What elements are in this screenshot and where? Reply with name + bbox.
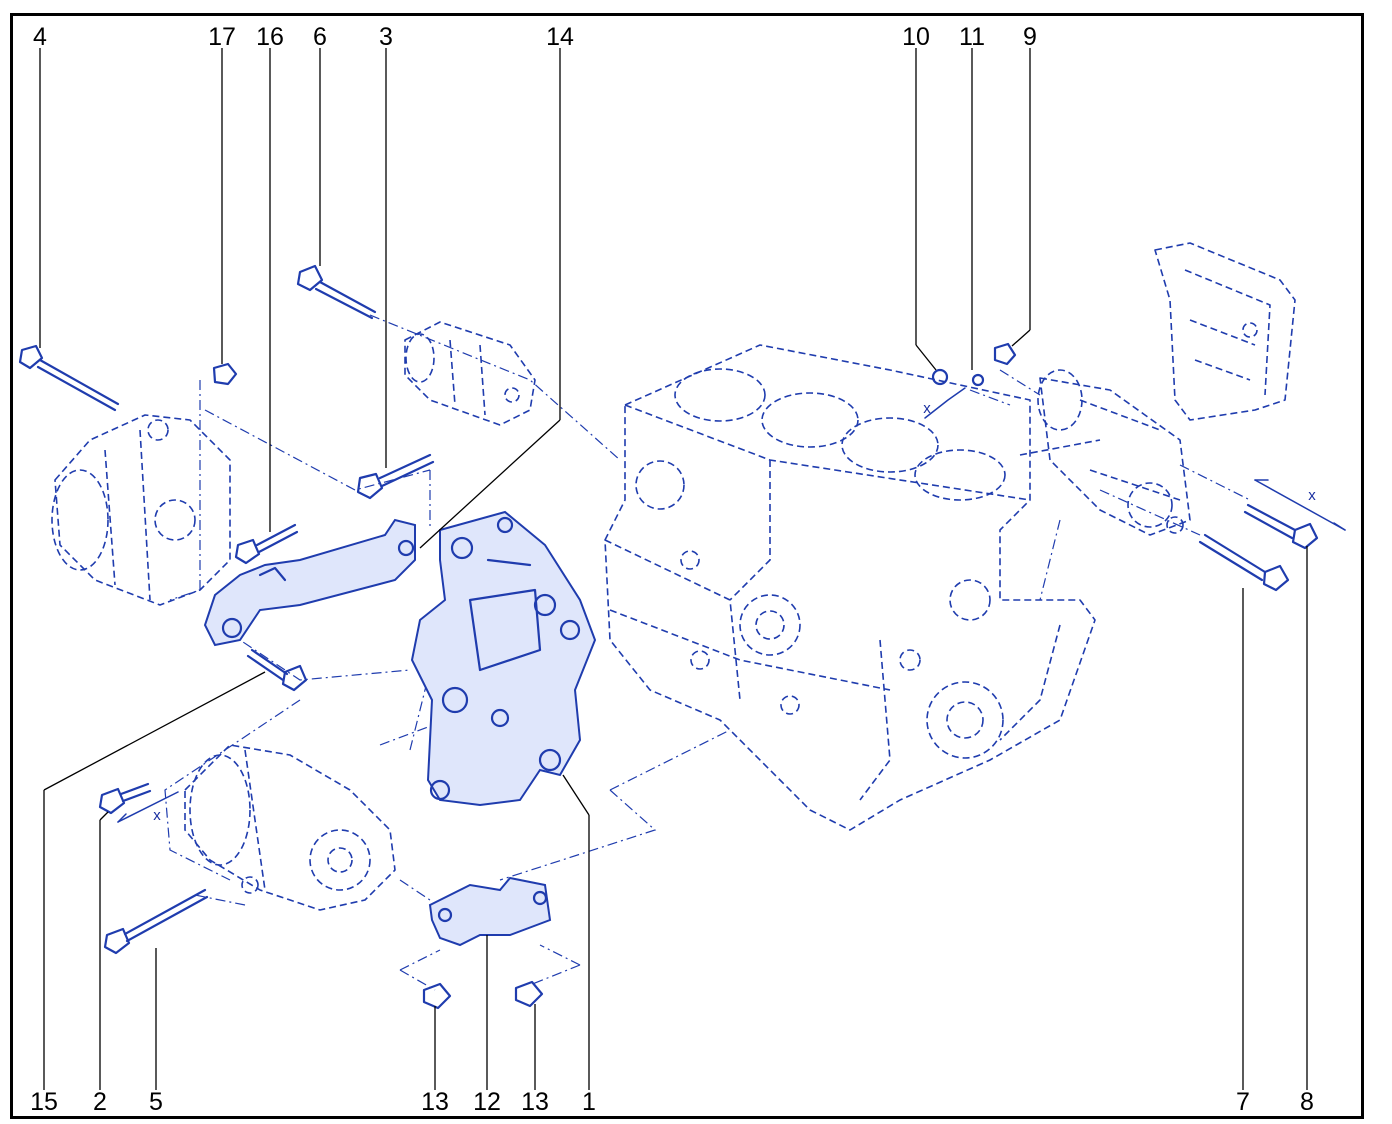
- svg-text:x: x: [1308, 487, 1316, 504]
- callout-12: 12: [473, 1088, 501, 1116]
- bolt-7: [1198, 533, 1290, 592]
- bolt-15: [246, 648, 308, 692]
- callout-15: 15: [30, 1088, 58, 1116]
- nut-11: [971, 373, 985, 387]
- callout-11: 11: [959, 23, 985, 51]
- upper-pump: [404, 321, 536, 426]
- bolt-13b: [514, 980, 544, 1008]
- starter-motor: [1019, 369, 1191, 536]
- heat-shield: [1154, 242, 1296, 421]
- dimension-x-right: x: [1254, 479, 1346, 531]
- engine-block: [604, 344, 1096, 831]
- callout-10: 10: [902, 23, 930, 51]
- callout-14: 14: [546, 23, 574, 51]
- callout-numbers: 4 17 16 6 3 14 10 11 9 15 2 5 13 12 13 1…: [30, 23, 1314, 1116]
- callout-9: 9: [1023, 23, 1037, 51]
- main-bracket: [410, 510, 597, 807]
- bolt-2: [98, 782, 152, 815]
- bolt-3: [356, 453, 435, 500]
- svg-text:x: x: [153, 807, 161, 824]
- diagram-frame: [10, 13, 1364, 1119]
- dimension-x-left: x: [117, 791, 179, 824]
- callout-6: 6: [313, 23, 327, 51]
- upper-bracket: [203, 518, 416, 647]
- bolt-5: [103, 888, 209, 955]
- callout-4: 4: [33, 23, 47, 51]
- alignment-lines: [164, 314, 1251, 991]
- dimension-x-top: x: [923, 387, 966, 419]
- callout-16: 16: [256, 23, 284, 51]
- leader-lines: [39, 48, 1308, 1090]
- alternator: [51, 414, 231, 606]
- callout-1: 1: [582, 1088, 596, 1116]
- bolt-16: [234, 523, 299, 565]
- bolt-13a: [422, 982, 452, 1010]
- callout-5: 5: [149, 1088, 163, 1116]
- svg-text:x: x: [923, 400, 931, 417]
- nut-17: [212, 362, 238, 386]
- callout-7: 7: [1236, 1088, 1250, 1116]
- ac-compressor: [184, 744, 396, 911]
- callout-17: 17: [208, 23, 236, 51]
- callout-8: 8: [1300, 1088, 1314, 1116]
- bolt-6: [296, 264, 377, 320]
- lower-bracket: [428, 876, 552, 947]
- callout-3: 3: [379, 23, 393, 51]
- nut-9: [993, 342, 1017, 366]
- callout-2: 2: [93, 1088, 107, 1116]
- callout-13-right: 13: [521, 1088, 549, 1116]
- bolt-4: [18, 344, 120, 412]
- callout-13-left: 13: [421, 1088, 449, 1116]
- nut-10: [931, 368, 949, 386]
- bolt-8: [1243, 503, 1319, 550]
